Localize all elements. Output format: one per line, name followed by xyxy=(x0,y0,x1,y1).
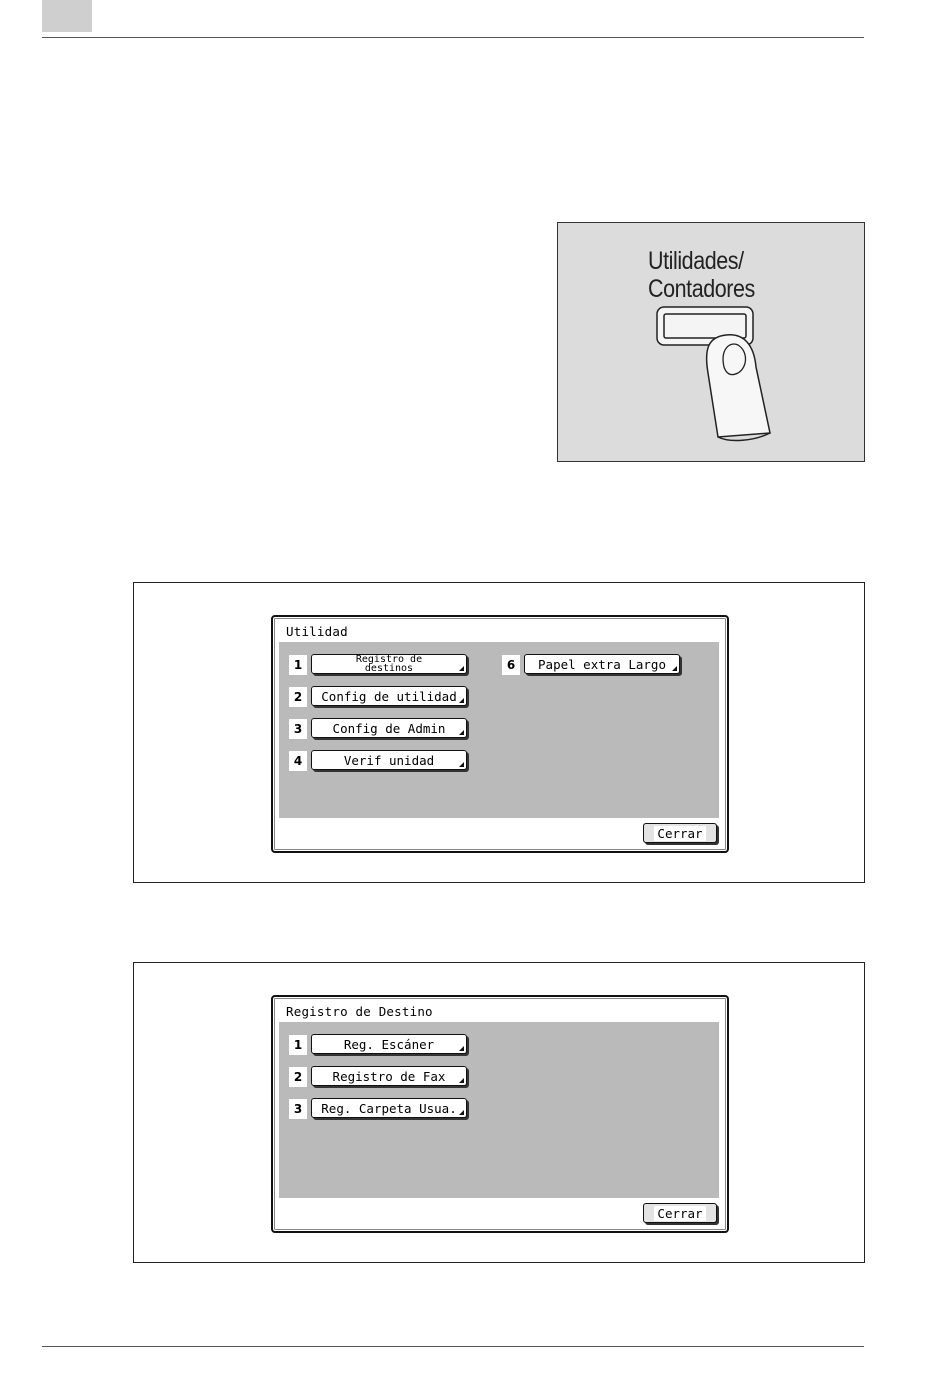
item-number: 2 xyxy=(289,1067,307,1087)
submenu-arrow-icon xyxy=(459,730,464,735)
utility-key-illustration: Utilidades/ Contadores xyxy=(557,222,865,462)
item-number: 6 xyxy=(502,655,520,675)
submenu-arrow-icon xyxy=(459,666,464,671)
button-label: Config de utilidad xyxy=(321,689,456,704)
button-label: Reg. Escáner xyxy=(344,1037,434,1052)
reg-escaner-button[interactable]: Reg. Escáner xyxy=(311,1034,467,1054)
item-number: 3 xyxy=(289,719,307,739)
utility-screen: Utilidad 1 Registro de destinos 2 Config… xyxy=(271,615,729,853)
item-number: 4 xyxy=(289,751,307,771)
footer-rule xyxy=(42,1346,864,1347)
submenu-arrow-icon xyxy=(459,1046,464,1051)
submenu-arrow-icon xyxy=(672,666,677,671)
button-label-line2: destinos xyxy=(365,664,413,673)
button-label: Papel extra Largo xyxy=(538,657,666,672)
header-rule xyxy=(42,37,864,38)
close-button-label: Cerrar xyxy=(654,826,705,841)
submenu-arrow-icon xyxy=(459,1110,464,1115)
close-button[interactable]: Cerrar xyxy=(643,1203,717,1223)
screen-title: Utilidad xyxy=(286,624,348,639)
item-number: 2 xyxy=(289,687,307,707)
submenu-arrow-icon xyxy=(459,698,464,703)
submenu-arrow-icon xyxy=(459,1078,464,1083)
config-admin-button[interactable]: Config de Admin xyxy=(311,718,467,738)
registro-fax-button[interactable]: Registro de Fax xyxy=(311,1066,467,1086)
item-number: 3 xyxy=(289,1099,307,1119)
button-label: Verif unidad xyxy=(344,753,434,768)
config-utilidad-button[interactable]: Config de utilidad xyxy=(311,686,467,706)
destination-registration-screen: Registro de Destino 1 Reg. Escáner 2 Reg… xyxy=(271,995,729,1233)
chapter-tab xyxy=(42,0,92,32)
pressing-finger-icon xyxy=(558,223,864,461)
verif-unidad-button[interactable]: Verif unidad xyxy=(311,750,467,770)
close-button-label: Cerrar xyxy=(654,1206,705,1221)
screen-panel-utilidad: Utilidad 1 Registro de destinos 2 Config… xyxy=(133,582,865,883)
reg-carpeta-usuario-button[interactable]: Reg. Carpeta Usua. xyxy=(311,1098,467,1118)
item-number: 1 xyxy=(289,655,307,675)
button-label: Config de Admin xyxy=(333,721,446,736)
screen-title: Registro de Destino xyxy=(286,1004,433,1019)
button-label: Reg. Carpeta Usua. xyxy=(321,1101,456,1116)
close-button[interactable]: Cerrar xyxy=(643,823,717,843)
screen-panel-registro-destino: Registro de Destino 1 Reg. Escáner 2 Reg… xyxy=(133,962,865,1263)
item-number: 1 xyxy=(289,1035,307,1055)
submenu-arrow-icon xyxy=(459,762,464,767)
button-label: Registro de Fax xyxy=(333,1069,446,1084)
papel-extra-largo-button[interactable]: Papel extra Largo xyxy=(524,654,680,674)
registro-destinos-button[interactable]: Registro de destinos xyxy=(311,654,467,674)
